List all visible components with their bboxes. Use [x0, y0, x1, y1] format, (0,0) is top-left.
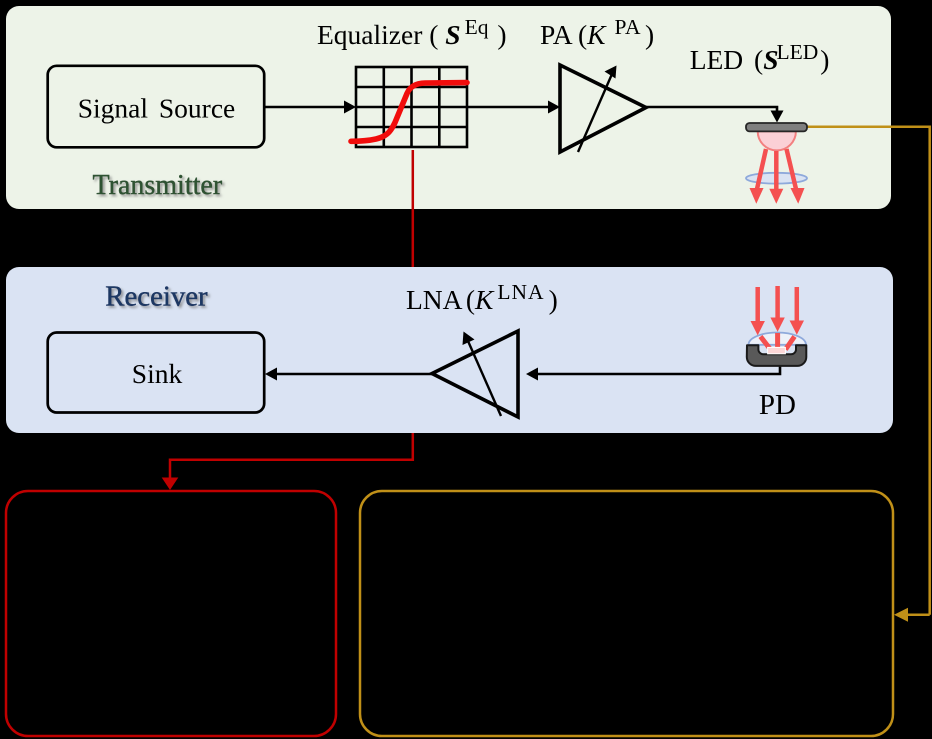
svg-text:PD: PD: [759, 389, 796, 421]
svg-text:PA (KPA): PA (KPA): [540, 15, 654, 50]
svg-text:LED (SLED): LED (SLED): [690, 40, 830, 75]
svg-text:Receiver: Receiver: [105, 281, 208, 313]
svg-text:Sink: Sink: [132, 358, 183, 389]
svg-text:Signal Source: Signal Source: [78, 92, 236, 123]
svg-text:Transmitter: Transmitter: [93, 170, 223, 201]
